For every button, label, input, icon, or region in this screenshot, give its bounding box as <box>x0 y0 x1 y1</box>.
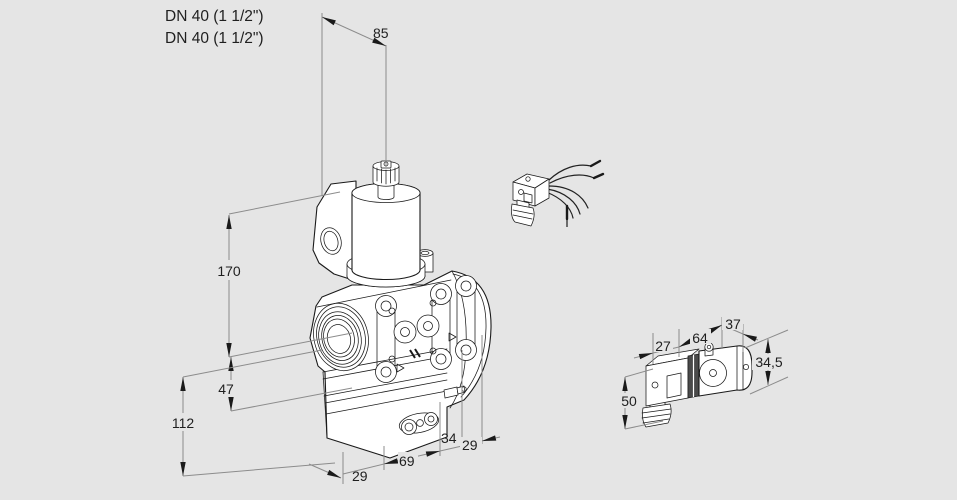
coil-cable-gland <box>642 403 672 428</box>
dim-27-value: 27 <box>655 338 671 354</box>
dim-29-depth-value: 29 <box>352 468 368 484</box>
port-label-top: DN 40 (1 1/2") <box>165 8 264 25</box>
dimension-47: 47 <box>215 357 353 412</box>
connector-screw-icon <box>518 189 524 195</box>
dimension-85: 85 <box>321 13 389 196</box>
solenoid-actuator <box>346 182 426 288</box>
dim-64-value: 64 <box>692 330 708 346</box>
mounting-bracket <box>312 180 357 282</box>
dim-170-value: 170 <box>217 263 241 279</box>
dimension-64: 64 <box>678 317 723 349</box>
test-nipple <box>443 385 467 399</box>
threaded-inlet <box>313 302 369 372</box>
dim-69-value: 69 <box>399 453 415 469</box>
sight-ports <box>398 412 440 435</box>
dimension-112: 112 <box>166 349 336 477</box>
cable-connector-drawing <box>511 159 605 227</box>
dim-34-5-value: 34,5 <box>755 354 782 370</box>
dim-37-value: 37 <box>725 316 741 332</box>
valve-assembly-drawing <box>309 160 492 459</box>
port-label-bottom: DN 40 (1 1/2") <box>165 30 264 47</box>
solenoid-coil-drawing <box>641 342 753 428</box>
dim-112-value: 112 <box>172 415 195 431</box>
dimension-bottom-chain: 29 69 34 29 <box>308 335 501 484</box>
dimension-27: 27 <box>633 329 680 364</box>
dimension-37: 37 <box>721 316 759 352</box>
cable-gland <box>511 203 535 227</box>
hex-adjustment-cap <box>372 160 400 200</box>
dim-47-value: 47 <box>218 381 234 397</box>
port-labels: DN 40 (1 1/2") DN 40 (1 1/2") <box>165 8 264 47</box>
dim-29-flange-value: 29 <box>462 437 478 453</box>
dim-34-value: 34 <box>441 430 457 446</box>
dimension-170: 170 <box>214 191 353 358</box>
flange-bolts <box>375 275 477 383</box>
dimension-50: 50 <box>613 368 664 430</box>
dim-50-value: 50 <box>621 393 637 409</box>
dim-85-value: 85 <box>373 25 389 41</box>
dimension-34-5: 34,5 <box>744 329 789 395</box>
